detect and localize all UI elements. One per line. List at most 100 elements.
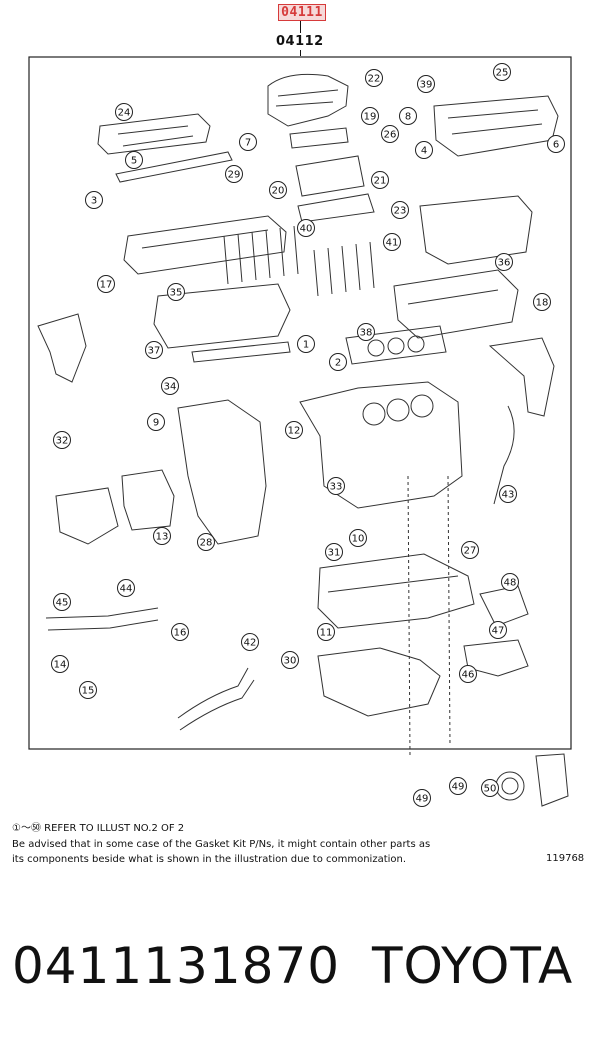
highlighted-part-number[interactable]: 04111 [278, 4, 326, 21]
callout-45[interactable]: 45 [53, 593, 71, 611]
refer-note: ①～㊿ REFER TO ILLUST NO.2 OF 2 [12, 822, 184, 835]
callout-number: 10 [352, 534, 365, 545]
callout-circle [51, 655, 69, 673]
callout-49[interactable]: 49 [413, 789, 431, 807]
callout-number: 2 [335, 358, 341, 369]
callout-39[interactable]: 39 [417, 75, 435, 93]
callout-circle [365, 69, 383, 87]
callout-number: 8 [405, 112, 411, 123]
callout-circle [145, 341, 163, 359]
callout-circle [161, 377, 179, 395]
callout-49[interactable]: 49 [449, 777, 467, 795]
callout-22[interactable]: 22 [365, 69, 383, 87]
callout-circle [361, 107, 379, 125]
callout-25[interactable]: 25 [493, 63, 511, 81]
callout-23[interactable]: 23 [391, 201, 409, 219]
callout-15[interactable]: 15 [79, 681, 97, 699]
callout-29[interactable]: 29 [225, 165, 243, 183]
callout-35[interactable]: 35 [167, 283, 185, 301]
callout-circle [239, 133, 257, 151]
callout-number: 25 [496, 68, 509, 79]
callout-30[interactable]: 30 [281, 651, 299, 669]
callout-20[interactable]: 20 [269, 181, 287, 199]
callout-circle [117, 579, 135, 597]
leader-line [300, 50, 301, 56]
callout-number: 22 [368, 74, 381, 85]
callout-40[interactable]: 40 [297, 219, 315, 237]
callout-28[interactable]: 28 [197, 533, 215, 551]
exploded-parts-diagram: 1234567891011121314151617181920212223242… [28, 56, 572, 807]
callout-43[interactable]: 43 [499, 485, 517, 503]
callout-31[interactable]: 31 [325, 543, 343, 561]
callout-number: 50 [484, 784, 497, 795]
callout-circle [85, 191, 103, 209]
callout-21[interactable]: 21 [371, 171, 389, 189]
callout-number: 35 [170, 288, 183, 299]
callout-5[interactable]: 5 [125, 151, 143, 169]
callout-4[interactable]: 4 [415, 141, 433, 159]
callout-circle [53, 593, 71, 611]
callout-circle [399, 107, 417, 125]
callout-37[interactable]: 37 [145, 341, 163, 359]
callout-50[interactable]: 50 [481, 779, 499, 797]
callout-number: 30 [284, 656, 297, 667]
callout-47[interactable]: 47 [489, 621, 507, 639]
callout-number: 42 [244, 638, 257, 649]
callout-number: 36 [498, 258, 511, 269]
callout-12[interactable]: 12 [285, 421, 303, 439]
callout-circle [281, 651, 299, 669]
callout-circle [197, 533, 215, 551]
callout-48[interactable]: 48 [501, 573, 519, 591]
callout-circle [327, 477, 345, 495]
callout-number: 26 [384, 130, 397, 141]
callout-number: 23 [394, 206, 407, 217]
callout-16[interactable]: 16 [171, 623, 189, 641]
callout-14[interactable]: 14 [51, 655, 69, 673]
callout-number: 17 [100, 280, 113, 291]
callout-13[interactable]: 13 [153, 527, 171, 545]
callout-41[interactable]: 41 [383, 233, 401, 251]
callout-17[interactable]: 17 [97, 275, 115, 293]
callout-number: 20 [272, 186, 285, 197]
callout-circle [297, 219, 315, 237]
callout-26[interactable]: 26 [381, 125, 399, 143]
sub-part-number: 04112 [276, 34, 324, 49]
callout-number: 49 [416, 794, 429, 805]
callout-9[interactable]: 9 [147, 413, 165, 431]
callout-number: 43 [502, 490, 515, 501]
callout-18[interactable]: 18 [533, 293, 551, 311]
callout-19[interactable]: 19 [361, 107, 379, 125]
callout-number: 37 [148, 346, 161, 357]
callout-32[interactable]: 32 [53, 431, 71, 449]
callout-number: 24 [118, 108, 131, 119]
callout-46[interactable]: 46 [459, 665, 477, 683]
callout-circle [329, 353, 347, 371]
callout-1[interactable]: 1 [297, 335, 315, 353]
callout-24[interactable]: 24 [115, 103, 133, 121]
callout-circle [489, 621, 507, 639]
callout-2[interactable]: 2 [329, 353, 347, 371]
callout-8[interactable]: 8 [399, 107, 417, 125]
diagram-frame [28, 56, 572, 750]
callout-number: 18 [536, 298, 549, 309]
callout-circle [459, 665, 477, 683]
callout-7[interactable]: 7 [239, 133, 257, 151]
callout-number: 31 [328, 548, 341, 559]
callout-34[interactable]: 34 [161, 377, 179, 395]
callout-3[interactable]: 3 [85, 191, 103, 209]
callout-33[interactable]: 33 [327, 477, 345, 495]
callout-6[interactable]: 6 [547, 135, 565, 153]
callout-circle [417, 75, 435, 93]
callout-36[interactable]: 36 [495, 253, 513, 271]
callout-44[interactable]: 44 [117, 579, 135, 597]
callout-38[interactable]: 38 [357, 323, 375, 341]
callout-10[interactable]: 10 [349, 529, 367, 547]
callout-27[interactable]: 27 [461, 541, 479, 559]
callout-circle [499, 485, 517, 503]
refer-text: REFER TO ILLUST NO.2 OF 2 [44, 823, 185, 834]
callout-11[interactable]: 11 [317, 623, 335, 641]
callout-circle [317, 623, 335, 641]
product-brand: TOYOTA [372, 937, 574, 995]
callout-42[interactable]: 42 [241, 633, 259, 651]
callout-circle [285, 421, 303, 439]
